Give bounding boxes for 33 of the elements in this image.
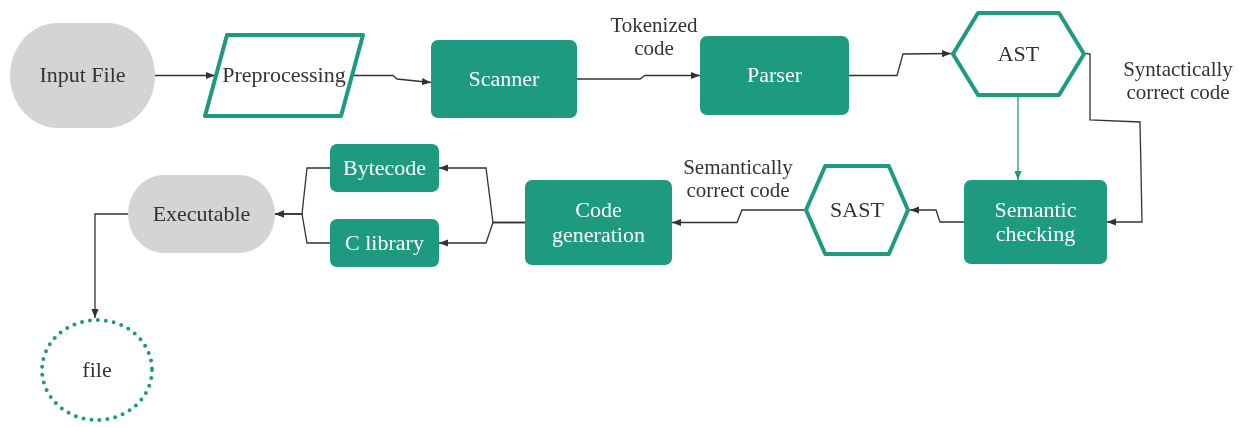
process-box bbox=[525, 180, 672, 265]
arrow bbox=[91, 213, 129, 319]
node-label: SAST bbox=[830, 197, 884, 223]
node-label: Bytecode bbox=[342, 155, 427, 181]
node-label: Preprocessing bbox=[222, 63, 346, 88]
hexagon-node bbox=[804, 164, 910, 256]
arrow bbox=[671, 209, 805, 227]
process-box bbox=[330, 144, 439, 192]
node-label: Parser bbox=[747, 63, 802, 88]
arrow bbox=[848, 50, 952, 77]
node-label: Executable bbox=[152, 201, 251, 227]
process-box bbox=[964, 180, 1107, 264]
arrow bbox=[438, 221, 526, 247]
arrow bbox=[1085, 52, 1143, 226]
arrow bbox=[576, 71, 701, 80]
node-label: AST bbox=[997, 41, 1040, 67]
process-box bbox=[700, 36, 849, 115]
arrow bbox=[274, 210, 331, 244]
hexagon-node bbox=[951, 11, 1086, 97]
node-label: C library bbox=[345, 230, 424, 256]
process-box bbox=[431, 40, 577, 118]
arrow bbox=[909, 206, 965, 223]
dotted-circle bbox=[40, 318, 154, 422]
node-label: file bbox=[82, 357, 112, 383]
arrow bbox=[154, 71, 216, 80]
node-label: Code generation bbox=[551, 198, 646, 247]
node-label: Semantic checking bbox=[993, 197, 1078, 247]
arrow bbox=[1014, 96, 1022, 181]
process-box bbox=[330, 219, 439, 267]
node-label: Scanner bbox=[468, 66, 540, 92]
data-parallelogram bbox=[203, 33, 365, 118]
arrow bbox=[352, 74, 432, 86]
node-label: Input File bbox=[39, 63, 126, 88]
